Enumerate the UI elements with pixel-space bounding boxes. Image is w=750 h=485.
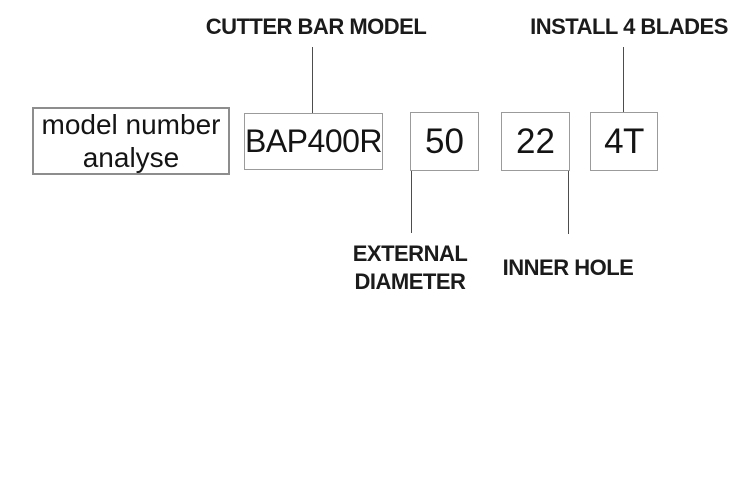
external-diameter-label: EXTERNAL DIAMETER [312,240,508,296]
cutter-bar-model-value-box: BAP400R [244,113,383,170]
connector-line-inner-hole [568,170,569,234]
install-4-blades-label: INSTALL 4 BLADES [530,14,728,39]
cutter-bar-model-label: CUTTER BAR MODEL [205,14,427,39]
model-number-analyse-box: model number analyse [32,107,230,175]
external-diameter-label-line-1: EXTERNAL [352,241,468,266]
inner-hole-value-box: 22 [501,112,570,171]
connector-line-external-diameter [411,170,412,233]
title-line-2: analyse [82,142,180,173]
external-diameter-label-line-2: DIAMETER [354,269,466,294]
blades-value-box: 4T [590,112,658,171]
inner-hole-label: INNER HOLE [502,255,634,280]
connector-line-cutter-bar-model [312,47,313,113]
title-line-1: model number [41,109,221,140]
external-diameter-value-box: 50 [410,112,479,171]
connector-line-install-4-blades [623,47,624,112]
